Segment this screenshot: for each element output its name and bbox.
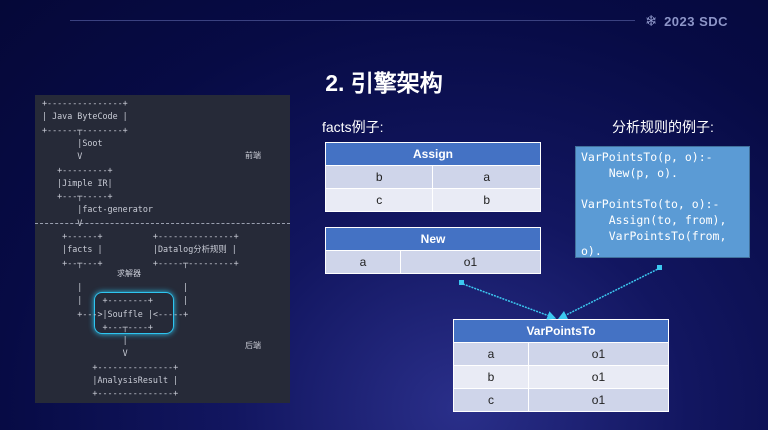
cell: c [324,188,434,212]
diagram-line: +------+ +---------------+ [42,231,239,241]
frontend-label: 前端 [245,151,261,160]
cell: o1 [527,342,670,366]
cell: o1 [399,250,542,274]
frontend-backend-divider [35,223,290,224]
diagram-line: +---┬----+ [42,321,153,332]
cell: a [325,250,401,274]
diagram-line: V [42,217,83,228]
brand: ❄ 2023 SDC [645,12,728,30]
diagram-line: +---------------+ [42,98,128,108]
table-header: VarPointsTo [453,319,669,343]
diagram-line: V [42,151,83,162]
diagram-line: +---------------+ [42,361,179,372]
diagram-line: +--┬---+ +-----┬---------+ [42,257,239,268]
cell: b [432,188,541,212]
diagram-line: +---------------+ [42,388,179,399]
header-divider [70,20,635,21]
diagram-line: | | [42,281,189,292]
arrow-start-marker [657,265,662,270]
diagram-line: +---------+ [42,164,113,175]
diagram-line: | +--------+ | [42,295,189,306]
arrow-facts-to-result [462,283,557,320]
diagram-line: |AnalysisResult | [42,375,179,385]
diagram-line: |Soot [42,137,103,148]
cell: c [453,388,529,412]
diagram-line: |Jimple IR| [42,177,113,188]
slide-title: 2. 引擎架构 [325,70,443,96]
rule-example-box [575,146,750,258]
souffle-highlight [94,292,174,334]
backend-label: 后端 [245,341,261,350]
rules-example-label: 分析规则的例子: [612,119,714,135]
diagram-line: V [42,348,128,359]
diagram-line: +------┬--------+ [42,124,128,135]
cell: o1 [527,365,670,389]
arrow-rules-to-result [557,267,661,320]
cell: a [453,342,529,366]
diagram-line: | Java ByteCode | [42,111,128,122]
diagram-line: |fact-generator [42,204,153,215]
diagram-line: +---┬-----+ [42,191,113,202]
facts-example-label: facts例子: [322,119,384,135]
architecture-diagram: 前端 后端 求解器 +---------------+ | Java ByteCo… [35,95,290,403]
brand-text: 2023 SDC [664,13,729,29]
solver-label: 求解器 [117,268,141,278]
diagram-line: | [42,335,128,346]
arrow-start-marker [459,280,464,285]
cell: o1 [527,388,670,412]
rule-code: VarPointsTo(p, o):- New(p, o). VarPoints… [581,150,727,259]
cell: b [453,365,529,389]
snowflake-icon: ❄ [645,13,659,30]
diagram-line: |facts | |Datalog分析规则 | [42,244,237,255]
diagram-line: +--->|Souffle |<-----+ [42,308,189,319]
cell: a [432,165,541,189]
